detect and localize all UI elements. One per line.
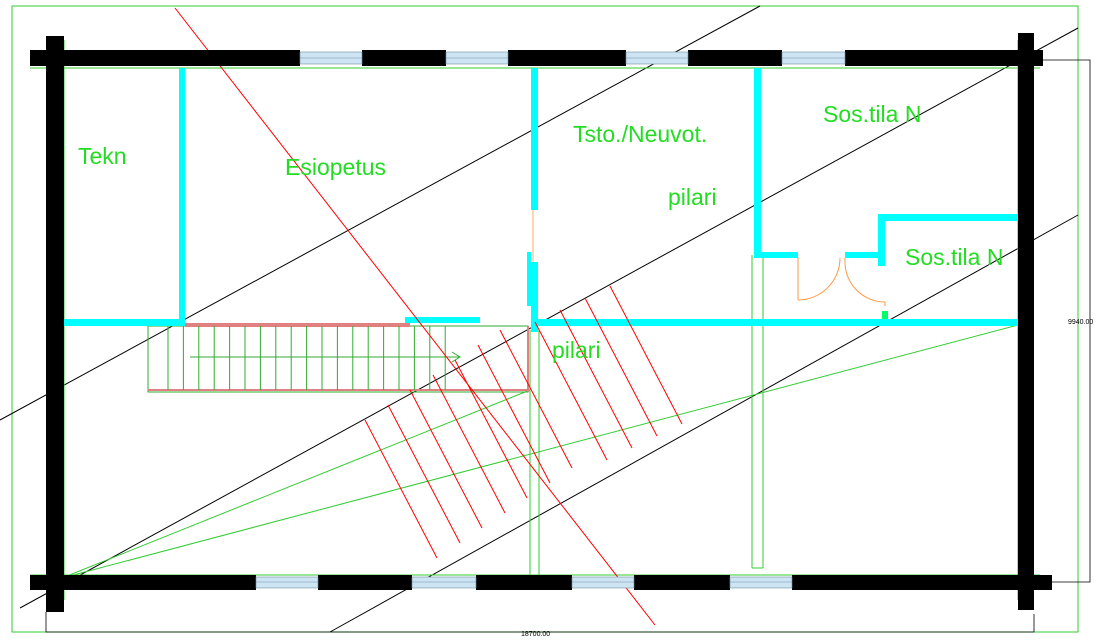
wall-bottom-right (792, 575, 1052, 590)
wall-tsto-left-lower (531, 262, 538, 332)
red-hatch-line (609, 285, 683, 425)
stair (147, 323, 529, 393)
wall-bottom-seg-4 (634, 575, 730, 590)
room-label-pilari-lower: pilari (552, 337, 601, 363)
wall-stub (527, 252, 531, 306)
dimension-width-line (45, 612, 1035, 633)
stair-treads (167, 326, 446, 390)
red-hatch-line (432, 374, 506, 514)
wall-left (46, 36, 64, 612)
construction-lines (0, 5, 1079, 633)
red-hatch-line (559, 309, 633, 449)
wall-tekn-partition (179, 68, 185, 326)
red-hatch-line (409, 389, 483, 529)
room-label-sos-tila-small: Sos.tila N (905, 244, 1003, 270)
log-walls (30, 33, 1052, 612)
wall-sos-door-left (754, 252, 798, 258)
wall-bottom-seg-3 (476, 575, 572, 590)
wall-sos2-top (878, 214, 1018, 221)
red-hatch-line (364, 419, 438, 559)
dimensions (45, 59, 1091, 633)
red-hatch-line (477, 344, 551, 484)
red-hatch-line (584, 297, 658, 437)
room-label-sos-tila: Sos.tila N (823, 101, 921, 127)
red-hatch-line (499, 329, 573, 469)
red-hatch-line (387, 404, 461, 544)
wall-top-right (845, 50, 1043, 66)
room-label-pilari-upper: pilari (668, 184, 717, 210)
red-hatch-line (454, 359, 528, 499)
door-swings (532, 210, 886, 306)
red-hatch-line (534, 321, 608, 461)
dimension-height-label: 9940.00 (1068, 319, 1093, 326)
column-marker (882, 311, 888, 319)
room-label-tsto: Tsto./Neuvot. (573, 121, 707, 147)
wall-sos2-vertical (878, 214, 885, 266)
wall-top-left (30, 50, 300, 66)
wall-top-seg-4 (688, 50, 782, 66)
section-lines (174, 7, 683, 626)
interior-walls (64, 68, 1018, 332)
room-label-tekn: Tekn (78, 143, 127, 169)
window-bottom-1 (255, 576, 319, 589)
room-labels: Tekn Esiopetus Tsto./Neuvot. pilari Sos.… (78, 101, 1003, 363)
wall-top-seg-2 (362, 50, 446, 66)
window-bottom-4 (729, 576, 793, 589)
wall-tsto-left (531, 68, 538, 210)
wall-right (1018, 33, 1034, 610)
wall-horizontal-stair (405, 317, 480, 323)
stair-outline (147, 325, 529, 393)
red-hatch-lines (364, 285, 683, 559)
window-bottom-2 (411, 576, 477, 589)
dimension-width-label: 18700.00 (521, 631, 550, 638)
room-label-esiopetus: Esiopetus (285, 154, 386, 180)
wall-bottom-left (30, 575, 256, 590)
dimension-height-line (1030, 59, 1091, 583)
window-bottom-3 (571, 576, 635, 589)
wall-sos-left (754, 68, 761, 258)
wall-top-seg-3 (508, 50, 626, 66)
wall-horizontal-right (538, 319, 1018, 326)
wall-bottom-seg-2 (318, 575, 412, 590)
wall-sos-door-right (845, 252, 883, 258)
wall-horizontal-left (64, 319, 184, 326)
window-mullions (256, 57, 845, 583)
